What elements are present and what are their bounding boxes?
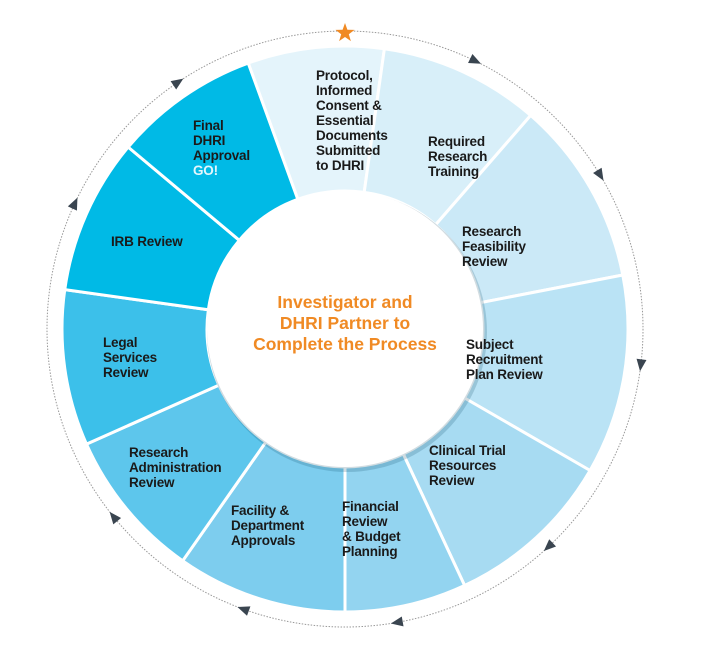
start-star-icon [335, 23, 355, 42]
direction-arrow-icon [543, 539, 557, 552]
label-line: Administration [129, 460, 222, 475]
cycle-ring [46, 30, 644, 628]
label-line: Essential [316, 113, 374, 128]
label-line: Subject [466, 337, 514, 352]
label-line: Legal [103, 335, 138, 350]
label-line: DHRI [193, 133, 226, 148]
label-line: Feasibility [462, 239, 526, 254]
label-line: Protocol, [316, 68, 373, 83]
label-line: Required [428, 134, 485, 149]
label-line: Research [129, 445, 189, 460]
label-line: Resources [429, 458, 497, 473]
step-facility-department-approvals: Facility & Department Approvals [231, 503, 304, 548]
label-line: Review [462, 254, 508, 269]
label-line: Financial [342, 499, 399, 514]
direction-arrow-icon [593, 167, 604, 181]
step-subject-recruitment-plan-review: Subject Recruitment Plan Review [466, 337, 543, 382]
center-line: Complete the Process [253, 334, 437, 354]
step-research-feasibility-review: Research Feasibility Review [462, 224, 526, 269]
label-line: Review [429, 473, 475, 488]
label-line: Plan Review [466, 367, 543, 382]
label-line: IRB Review [111, 234, 183, 249]
direction-arrow-icon [237, 606, 251, 616]
direction-arrow-icon [636, 358, 647, 372]
center-circle [207, 191, 483, 467]
step-financial-review-budget-planning: Financial Review & Budget Planning [342, 499, 401, 559]
label-line: Research [462, 224, 522, 239]
label-line: Review [342, 514, 388, 529]
label-line: Research [428, 149, 488, 164]
label-line: Review [129, 475, 175, 490]
direction-arrow-icon [67, 197, 78, 211]
center-title: Investigator and DHRI Partner to Complet… [225, 292, 465, 355]
label-line: Submitted [316, 143, 381, 158]
direction-arrow-icon [390, 616, 404, 627]
label-line: Recruitment [466, 352, 543, 367]
direction-arrow-icon [170, 78, 184, 90]
label-line: Final [193, 118, 224, 133]
label-line: Facility & [231, 503, 290, 518]
label-line: Informed [316, 83, 373, 98]
step-irb-review: IRB Review [111, 234, 183, 249]
label-line: Planning [342, 544, 398, 559]
center-line: Investigator and [277, 292, 413, 312]
label-line: Review [103, 365, 149, 380]
label-line: Services [103, 350, 157, 365]
step-protocol-submission: Protocol, Informed Consent & Essential D… [316, 68, 388, 173]
direction-arrow-icon [109, 511, 122, 525]
step-legal-services-review: Legal Services Review [103, 335, 157, 380]
label-line: Approval [193, 148, 250, 163]
step-research-administration-review: Research Administration Review [129, 445, 222, 490]
go-label: GO! [193, 163, 218, 178]
label-line: Department [231, 518, 305, 533]
center-line: DHRI Partner to [279, 313, 411, 333]
label-line: Approvals [231, 533, 296, 548]
label-line: Consent & [316, 98, 382, 113]
label-line: Training [428, 164, 479, 179]
step-clinical-trial-resources-review: Clinical Trial Resources Review [429, 443, 506, 488]
label-line: & Budget [342, 529, 401, 544]
step-required-research-training: Required Research Training [428, 134, 487, 179]
label-line: Documents [316, 128, 388, 143]
label-line: Clinical Trial [429, 443, 506, 458]
step-final-dhri-approval: Final DHRI Approval GO! [193, 118, 250, 178]
label-line: to DHRI [316, 158, 365, 173]
direction-arrow-icon [468, 54, 482, 64]
